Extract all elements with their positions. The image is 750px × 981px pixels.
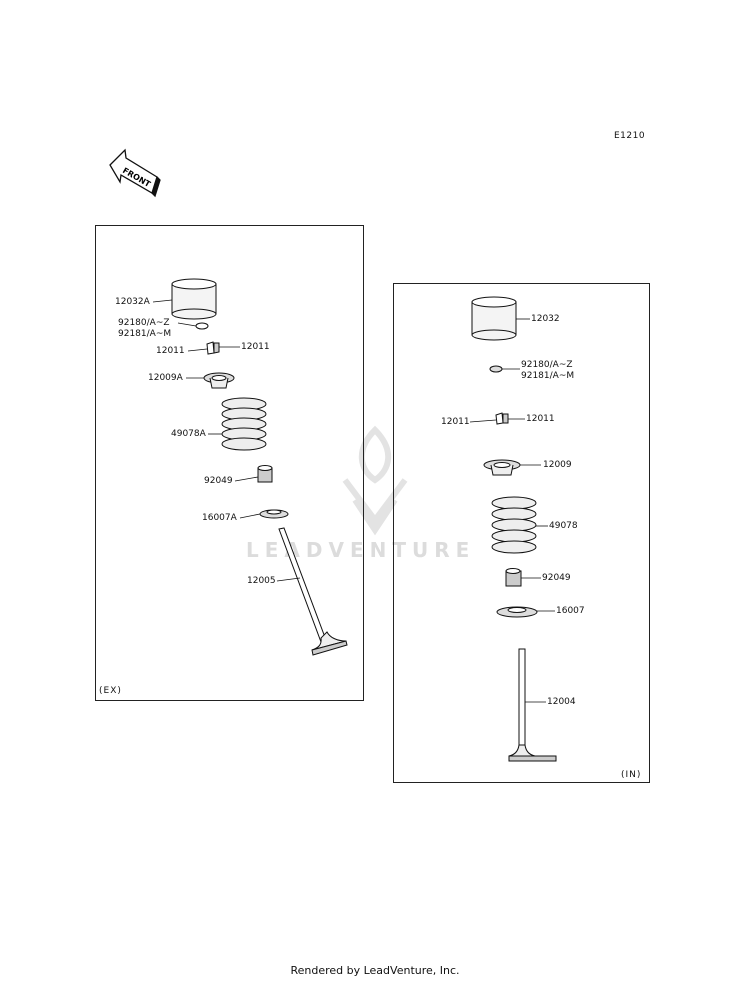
in-retainer-label: 12009 xyxy=(543,460,572,470)
in-cotter-left-label: 12011 xyxy=(441,417,470,427)
ex-oil-seal-icon xyxy=(257,465,273,483)
in-retainer-icon xyxy=(483,459,521,476)
ex-tappet-label: 12032A xyxy=(115,297,150,307)
ex-spring-label: 49078A xyxy=(171,429,206,439)
in-shim-b-label: 92181/A~M xyxy=(521,371,575,381)
in-cotter-icon xyxy=(495,412,509,425)
in-valve-icon xyxy=(508,648,557,762)
ex-spring-seat-label: 16007A xyxy=(202,513,237,523)
ex-cotter-icon xyxy=(206,341,220,355)
ex-cotter-left-label: 12011 xyxy=(156,346,185,356)
in-valve-label: 12004 xyxy=(547,697,576,707)
diagram-code: E1210 xyxy=(614,131,646,141)
in-cotter-right-label: 12011 xyxy=(526,414,555,424)
ex-spring-seat-icon xyxy=(259,509,289,519)
intake-panel xyxy=(393,283,650,783)
ex-spring-icon xyxy=(221,397,267,451)
ex-valve-label: 12005 xyxy=(247,576,276,586)
in-spring-icon xyxy=(491,496,537,554)
exhaust-tag: (EX) xyxy=(99,686,122,696)
ex-retainer-icon xyxy=(203,372,235,389)
exhaust-panel xyxy=(95,225,364,701)
in-spring-seat-label: 16007 xyxy=(556,606,585,616)
ex-cotter-right-label: 12011 xyxy=(241,342,270,352)
ex-oil-seal-label: 92049 xyxy=(204,476,233,486)
in-tappet-label: 12032 xyxy=(531,314,560,324)
in-shim-icon xyxy=(489,365,503,373)
in-spring-seat-icon xyxy=(496,606,538,618)
in-shim-a-label: 92180/A~Z xyxy=(521,360,573,370)
ex-tappet-icon xyxy=(171,278,217,320)
in-spring-label: 49078 xyxy=(549,521,578,531)
intake-tag: (IN) xyxy=(621,770,642,780)
footer-credit: Rendered by LeadVenture, Inc. xyxy=(290,964,460,977)
in-oil-seal-label: 92049 xyxy=(542,573,571,583)
watermark-text: LEADVENTURE xyxy=(246,538,476,562)
ex-shim-icon xyxy=(195,322,209,330)
ex-retainer-label: 12009A xyxy=(148,373,183,383)
in-oil-seal-icon xyxy=(505,568,522,587)
ex-shim-a-label: 92180/A~Z xyxy=(118,318,170,328)
ex-shim-b-label: 92181/A~M xyxy=(118,329,172,339)
ex-valve-icon xyxy=(278,527,348,656)
in-tappet-icon xyxy=(471,296,517,341)
